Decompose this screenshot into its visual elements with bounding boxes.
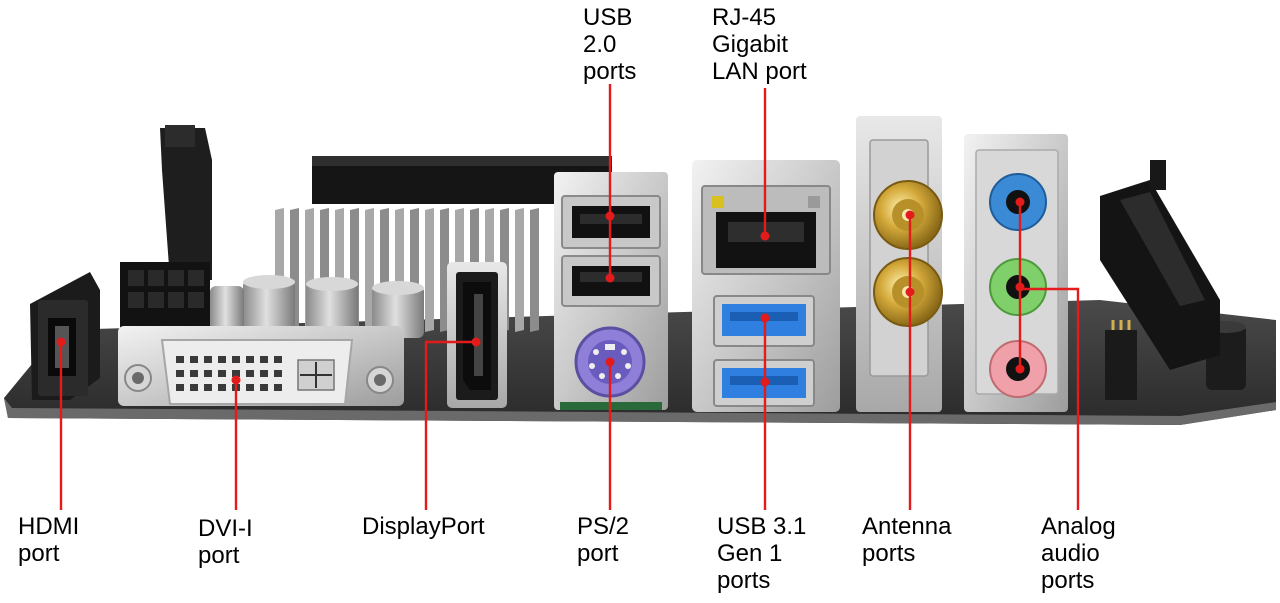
leader-usb20-dot-2 [605, 273, 615, 283]
audio-stack [964, 134, 1068, 412]
label-rj45-lan-port: RJ-45 Gigabit LAN port [712, 4, 807, 85]
leader-dvi-dot [231, 375, 241, 385]
dvi-pin [204, 356, 212, 363]
heatsink-fin [365, 208, 374, 332]
leader-lines [56, 84, 1080, 510]
label-hdmi-port: HDMI port [18, 513, 80, 567]
leader-antenna-dot-2 [905, 287, 915, 297]
dvi-pin [218, 356, 226, 363]
dvi-pin [260, 356, 268, 363]
dvi-pin [260, 384, 268, 391]
dvi-pin [232, 356, 240, 363]
dvi-pin [176, 384, 184, 391]
capacitors [210, 275, 1246, 390]
leader-usb20-dot-1 [605, 211, 615, 221]
label-displayport: DisplayPort [362, 513, 485, 540]
dvi-pin [246, 370, 254, 377]
label-usb20-ports: USB 2.0 ports [583, 4, 637, 85]
dvi-pin [246, 384, 254, 391]
label-dvi-port: DVI-I port [198, 515, 253, 569]
dvi-pin [232, 370, 240, 377]
dvi-pin [246, 356, 254, 363]
dvi-pin [176, 356, 184, 363]
dvi-pin [204, 370, 212, 377]
leader-audio [1020, 287, 1080, 510]
label-analog-audio-ports: Analog audio ports [1041, 513, 1116, 594]
dvi-pins [176, 356, 282, 391]
leader-rj45-dot [760, 231, 770, 241]
leader-antenna-dot-1 [905, 210, 915, 220]
label-ps2-port: PS/2 port [577, 513, 630, 567]
displayport-port [447, 262, 507, 408]
leader-displayport-dot [471, 337, 481, 347]
heatsink-fin [530, 208, 539, 332]
dvi-pin [260, 370, 268, 377]
bracket-left [160, 125, 212, 280]
rj45-usb31-stack [692, 160, 840, 412]
power-connector [120, 262, 210, 332]
dvi-port [118, 326, 404, 406]
dvi-pin [176, 370, 184, 377]
leader-ps2-dot [605, 357, 615, 367]
label-antenna-ports: Antenna ports [862, 513, 952, 567]
leader-usb31-dot-2 [760, 377, 770, 387]
dvi-pin [190, 356, 198, 363]
pcie-slot [1100, 160, 1220, 370]
leader-audio-dot-1 [1015, 197, 1025, 207]
leader-hdmi-dot [56, 337, 66, 347]
dvi-pin [218, 384, 226, 391]
antenna-stack [856, 116, 943, 412]
hdmi-port [30, 272, 100, 400]
leader-displayport [424, 340, 476, 510]
leader-audio-dot-3 [1015, 364, 1025, 374]
dvi-pin [218, 370, 226, 377]
pin-header [1105, 320, 1137, 400]
heatsink-fin [425, 208, 434, 332]
leader-usb31-dot-1 [760, 313, 770, 323]
heatsink-fin [440, 208, 449, 332]
dvi-pin [274, 370, 282, 377]
dvi-pin [274, 384, 282, 391]
dvi-pin [274, 356, 282, 363]
dvi-pin [190, 370, 198, 377]
heatsink-fin [515, 208, 524, 332]
label-usb31-ports: USB 3.1 Gen 1 ports [717, 513, 807, 594]
leader-audio-dot-2 [1015, 282, 1025, 292]
dvi-pin [204, 384, 212, 391]
dvi-pin [190, 384, 198, 391]
